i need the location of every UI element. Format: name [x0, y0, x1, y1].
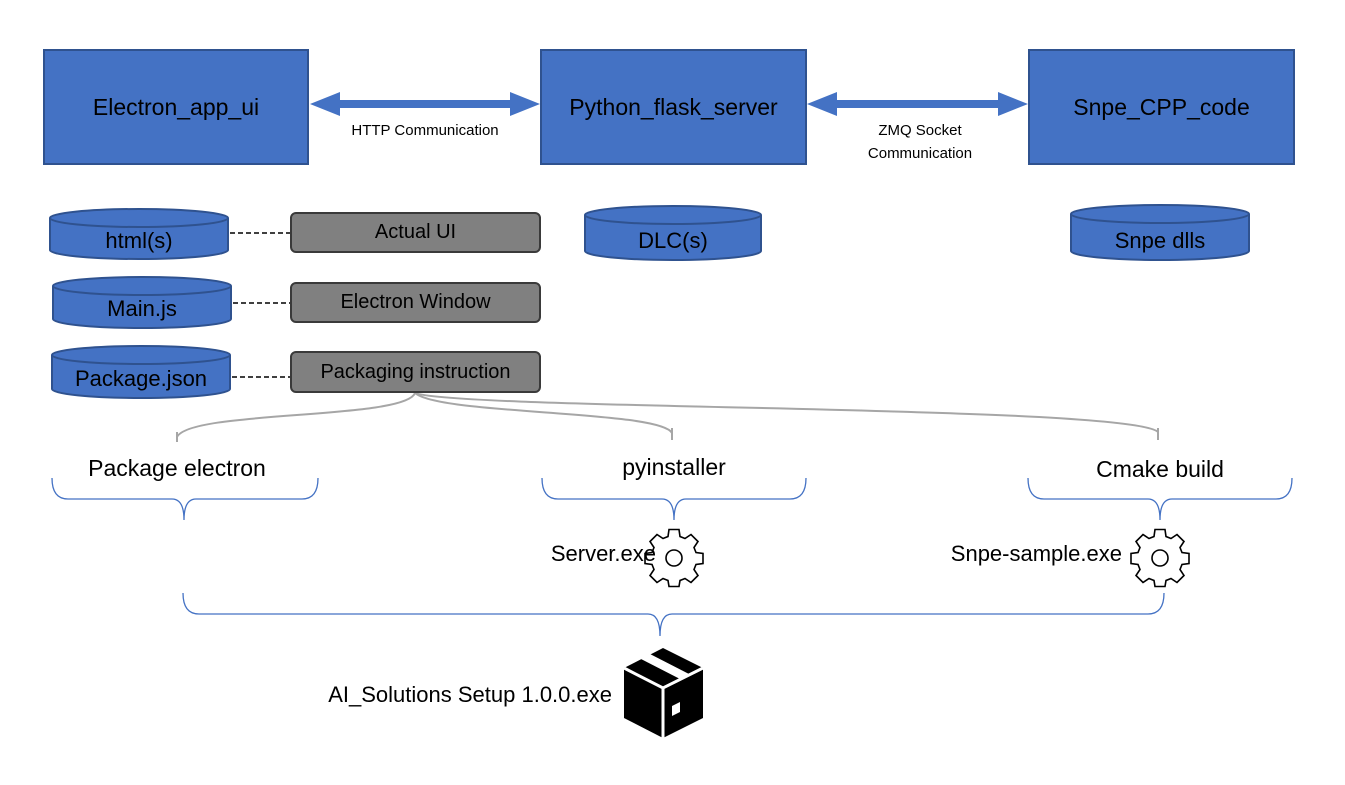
zmq-line2: Communication	[867, 145, 973, 162]
snpe-dlls-label: Snpe dlls	[1114, 228, 1206, 253]
http-communication-label: HTTP Communication	[351, 122, 499, 139]
python-flask-server-label: Python_flask_server	[569, 93, 778, 120]
electron-window-label: Electron Window	[340, 291, 491, 313]
actual-ui-label: Actual UI	[374, 221, 457, 243]
cmake-build-label: Cmake build	[1096, 456, 1224, 482]
package-json-label: Package.json	[74, 366, 208, 391]
pyinstaller-label: pyinstaller	[622, 454, 726, 480]
dashed-connectors	[230, 232, 290, 378]
package-electron-label: Package electron	[88, 455, 266, 481]
packaging-curves	[176, 392, 1159, 442]
cylinder-dlc	[584, 205, 762, 261]
setup-exe-label: AI_Solutions Setup 1.0.0.exe	[328, 682, 612, 707]
packaging-instruction-label: Packaging instruction	[320, 360, 511, 383]
snpe-sample-exe-label: Snpe-sample.exe	[950, 541, 1122, 566]
bracket-cmake	[1027, 477, 1293, 521]
snpe-cpp-code-label: Snpe_CPP_code	[1073, 93, 1250, 120]
html-files-label: html(s)	[105, 228, 173, 253]
cylinder-snpe-dlls	[1070, 204, 1250, 261]
zmq-double-arrow	[807, 92, 1028, 116]
package-box-icon	[623, 648, 704, 738]
bracket-pyinstaller	[541, 477, 807, 521]
zmq-line1: ZMQ Socket	[878, 122, 962, 139]
snpe-cpp-code-box: Snpe_CPP_code	[1028, 49, 1295, 165]
build-brackets	[51, 477, 1293, 637]
gear-icon	[644, 528, 704, 588]
server-exe-label: Server.exe	[550, 541, 656, 566]
bracket-package-electron	[51, 477, 319, 521]
python-flask-server-box: Python_flask_server	[540, 49, 807, 165]
cylinder-package-json	[51, 345, 231, 399]
main-js-label: Main.js	[107, 296, 177, 321]
dlc-label: DLC(s)	[638, 228, 708, 253]
packaging-instruction-box: Packaging instruction	[290, 351, 541, 393]
cylinder-html	[49, 208, 229, 260]
gear-icon	[1130, 528, 1190, 588]
electron-app-ui-label: Electron_app_ui	[92, 93, 260, 120]
cylinder-main-js	[52, 276, 232, 329]
bracket-final	[182, 592, 1165, 637]
electron-app-ui-box: Electron_app_ui	[43, 49, 309, 165]
electron-window-box: Electron Window	[290, 282, 541, 323]
http-double-arrow	[310, 92, 540, 116]
zmq-socket-label: ZMQ Socket Communication	[820, 119, 1020, 165]
actual-ui-box: Actual UI	[290, 212, 541, 253]
